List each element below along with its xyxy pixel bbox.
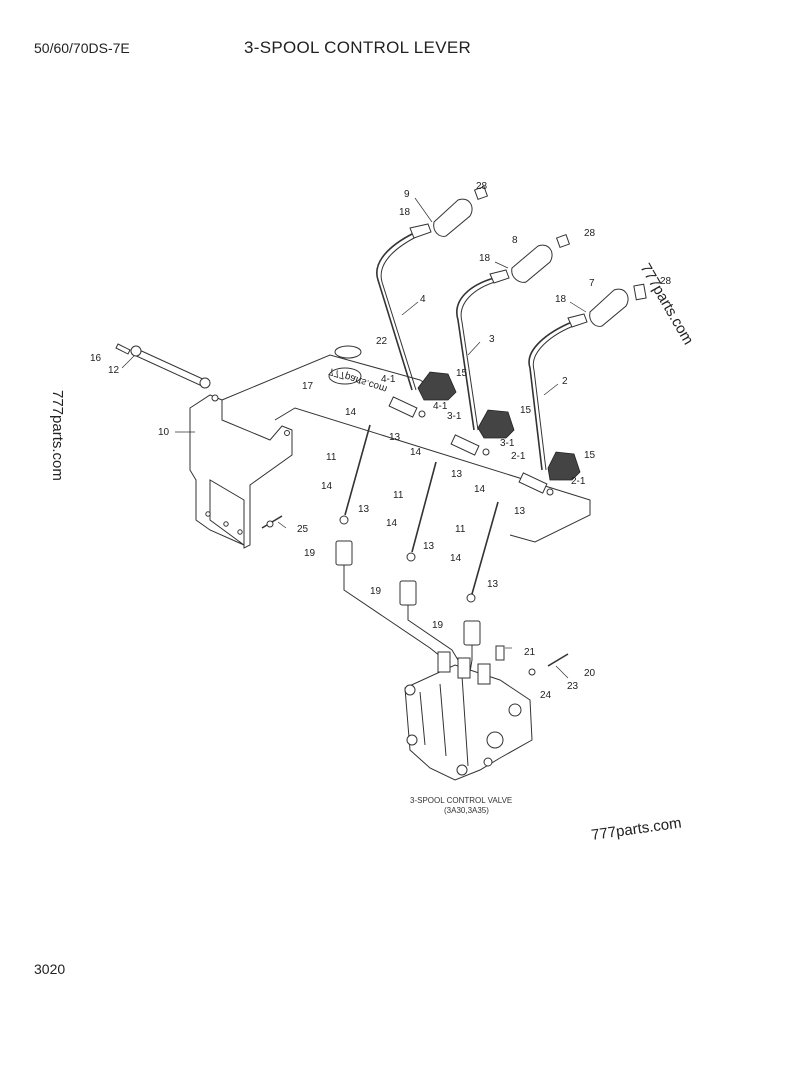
callout-13: 13 <box>451 469 463 480</box>
callout-3-1: 3-1 <box>447 411 462 422</box>
bolts <box>261 515 569 676</box>
boot-15 <box>417 371 581 481</box>
callout-3-1: 3-1 <box>500 438 515 449</box>
watermark-bottom: 777parts.com <box>590 814 682 843</box>
callout-2: 2 <box>562 376 568 387</box>
callout-13: 13 <box>514 506 526 517</box>
page-title: 3-SPOOL CONTROL LEVER <box>244 38 472 57</box>
callout-8: 8 <box>512 235 518 246</box>
callout-13: 13 <box>487 579 499 590</box>
knob-8 <box>511 233 571 283</box>
callout-13: 13 <box>423 541 435 552</box>
valve-caption-line1: 3-SPOOL CONTROL VALVE <box>410 796 512 805</box>
valve-caption-line2: (3A30,3A35) <box>444 806 489 815</box>
model-code: 50/60/70DS-7E <box>34 40 130 56</box>
callout-4-1: 4-1 <box>433 401 448 412</box>
cap-22 <box>328 345 362 385</box>
callout-18: 18 <box>479 253 491 264</box>
lever-3 <box>456 269 510 431</box>
callout-10: 10 <box>158 427 170 438</box>
callout-28: 28 <box>660 276 672 287</box>
callout-2-1: 2-1 <box>511 451 526 462</box>
callout-25: 25 <box>297 524 309 535</box>
rod-12 <box>115 343 211 389</box>
callout-3: 3 <box>489 334 495 345</box>
callout-23: 23 <box>567 681 579 692</box>
callout-11: 11 <box>393 490 404 501</box>
callout-4: 4 <box>420 294 426 305</box>
callout-14: 14 <box>386 518 398 529</box>
control-valve <box>404 651 533 781</box>
callout-19: 19 <box>304 548 316 559</box>
callout-2-1: 2-1 <box>571 476 586 487</box>
callout-18: 18 <box>555 294 567 305</box>
callout-24: 24 <box>540 690 552 701</box>
callout-labels: 9 28 18 8 28 18 7 28 18 4 3 2 22 16 12 1… <box>90 181 672 701</box>
callout-19: 19 <box>370 586 382 597</box>
callout-28: 28 <box>476 181 488 192</box>
lever-4 <box>376 223 432 391</box>
callout-11: 11 <box>455 524 466 535</box>
callout-12: 12 <box>108 365 120 376</box>
callout-13: 13 <box>389 432 401 443</box>
callout-17: 17 <box>302 381 314 392</box>
callout-18: 18 <box>399 207 411 218</box>
callout-13: 13 <box>358 504 370 515</box>
callout-14: 14 <box>450 553 462 564</box>
watermark-left: 777parts.com <box>49 390 66 481</box>
callout-9: 9 <box>404 189 410 200</box>
callout-16: 16 <box>90 353 102 364</box>
pivot-blocks <box>388 396 554 496</box>
callout-15: 15 <box>584 450 596 461</box>
callout-15: 15 <box>520 405 532 416</box>
callout-14: 14 <box>410 447 422 458</box>
knob-9 <box>433 185 489 237</box>
callout-19: 19 <box>432 620 444 631</box>
callout-11: 11 <box>326 452 337 463</box>
callout-14: 14 <box>321 481 333 492</box>
callout-15: 15 <box>456 368 468 379</box>
page-number: 3020 <box>34 961 66 977</box>
knob-7 <box>589 283 647 327</box>
link-11 <box>339 424 499 603</box>
callout-20: 20 <box>584 668 596 679</box>
callout-14: 14 <box>345 407 357 418</box>
callout-14: 14 <box>474 484 486 495</box>
callout-21: 21 <box>524 647 536 658</box>
callout-22: 22 <box>376 336 388 347</box>
watermark-right: 777parts.com <box>637 261 697 348</box>
callout-28: 28 <box>584 228 596 239</box>
lever-2 <box>528 313 588 471</box>
callout-7: 7 <box>589 278 595 289</box>
bracket-10 <box>189 394 293 549</box>
callout-4-1: 4-1 <box>381 374 396 385</box>
leader-lines <box>121 197 587 679</box>
